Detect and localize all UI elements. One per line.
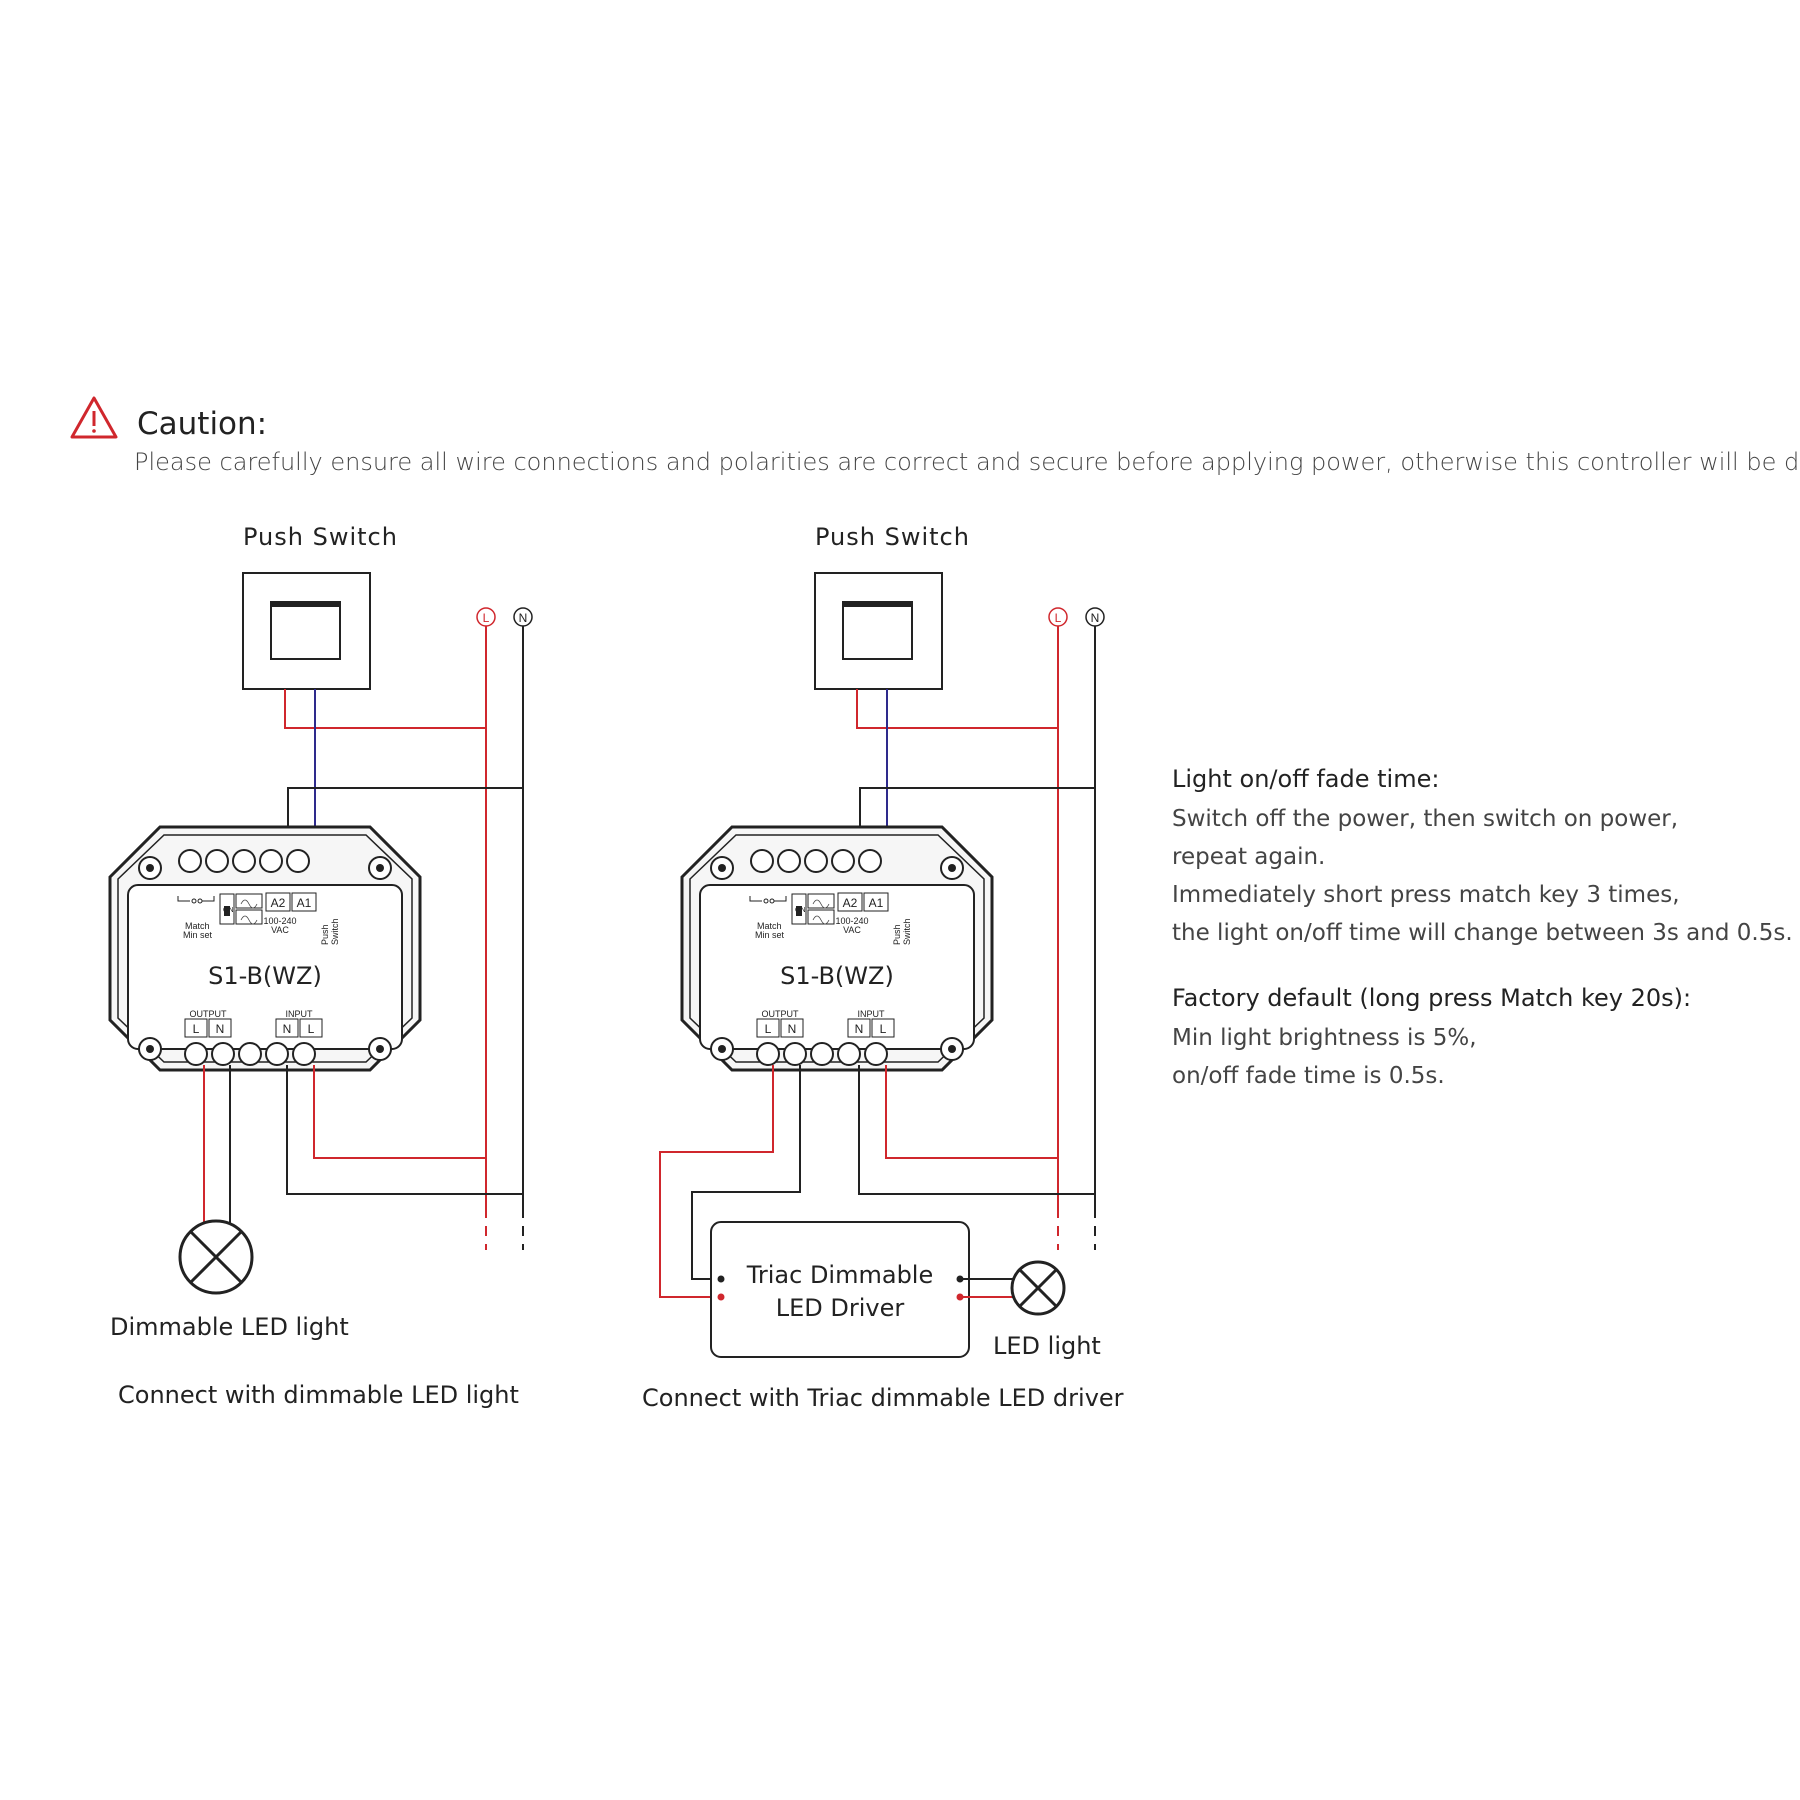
svg-text:L: L [880, 1022, 887, 1036]
right-output-neutral-wire [691, 1065, 801, 1280]
caution-title: Caution: [137, 406, 267, 442]
svg-text:VAC: VAC [843, 925, 861, 935]
svg-text:N: N [788, 1022, 797, 1036]
fade-line-3: Immediately short press match key 3 time… [1172, 882, 1680, 908]
driver-label-line2: LED Driver [776, 1294, 905, 1322]
fade-line-1: Switch off the power, then switch on pow… [1172, 806, 1678, 832]
right-wiring-diagram: Push Switch L N Match Min set ON A2 A1 1 [642, 523, 1124, 1412]
left-switch-label: Push Switch [243, 523, 398, 551]
svg-text:N: N [519, 611, 528, 625]
right-lamp-icon [1010, 1260, 1066, 1316]
svg-text:INPUT: INPUT [286, 1009, 314, 1019]
left-lamp-icon [178, 1219, 254, 1295]
svg-text:L: L [308, 1022, 315, 1036]
right-live-marker: L [1048, 607, 1068, 627]
svg-text:L: L [1055, 611, 1062, 625]
right-push-switch [814, 572, 943, 690]
svg-text:Push: Push [320, 924, 330, 945]
right-input-live-wire [885, 1065, 1058, 1159]
left-controller-module: Match Min set ON A2 A1 100-240 VAC Push … [108, 825, 422, 1072]
svg-text:Match: Match [757, 921, 782, 931]
svg-text:N: N [216, 1022, 225, 1036]
svg-text:Switch: Switch [330, 918, 340, 945]
svg-text:N: N [283, 1022, 292, 1036]
fade-line-4: the light on/off time will change betwee… [1172, 920, 1793, 946]
right-diagram-caption: Connect with Triac dimmable LED driver [642, 1384, 1124, 1412]
svg-text:A2: A2 [271, 896, 286, 910]
fade-line-2: repeat again. [1172, 844, 1325, 870]
svg-text:N: N [1091, 611, 1100, 625]
svg-text:OUTPUT: OUTPUT [762, 1009, 800, 1019]
left-push-switch [242, 572, 371, 690]
right-neutral-marker: N [1085, 607, 1105, 627]
caution-body: Please carefully ensure all wire connect… [134, 448, 1800, 476]
left-input-live-wire [313, 1065, 486, 1159]
fade-time-title: Light on/off fade time: [1172, 765, 1439, 793]
left-diagram-caption: Connect with dimmable LED light [118, 1381, 519, 1409]
default-line-2: on/off fade time is 0.5s. [1172, 1063, 1445, 1089]
svg-text:L: L [765, 1022, 772, 1036]
right-output-live-wire [659, 1065, 774, 1298]
svg-text:Match: Match [185, 921, 210, 931]
svg-text:ON: ON [795, 907, 806, 914]
svg-text:N: N [855, 1022, 864, 1036]
left-wiring-diagram: Push Switch L N Match Min set ON A2 [108, 523, 533, 1409]
svg-text:Switch: Switch [902, 918, 912, 945]
right-switch-live-wire [856, 689, 1058, 729]
svg-text:Min set: Min set [755, 930, 785, 940]
left-input-neutral-wire [286, 1065, 523, 1195]
svg-text:INPUT: INPUT [858, 1009, 886, 1019]
default-line-1: Min light brightness is 5%, [1172, 1025, 1477, 1051]
left-model-label: S1-B(WZ) [208, 962, 322, 990]
svg-text:100-240: 100-240 [835, 916, 868, 926]
svg-text:Min set: Min set [183, 930, 213, 940]
triac-driver-box: Triac Dimmable LED Driver [710, 1221, 970, 1358]
svg-text:L: L [483, 611, 490, 625]
right-model-label: S1-B(WZ) [780, 962, 894, 990]
right-input-neutral-wire [858, 1065, 1095, 1195]
svg-text:L: L [193, 1022, 200, 1036]
svg-text:ON: ON [223, 907, 234, 914]
svg-text:VAC: VAC [271, 925, 289, 935]
right-switch-label: Push Switch [815, 523, 970, 551]
svg-text:Push: Push [892, 924, 902, 945]
svg-text:A2: A2 [843, 896, 858, 910]
svg-text:A1: A1 [297, 896, 312, 910]
notes-panel: Light on/off fade time: Switch off the p… [1172, 765, 1793, 1089]
svg-text:OUTPUT: OUTPUT [190, 1009, 228, 1019]
driver-label-line1: Triac Dimmable [746, 1261, 933, 1289]
left-switch-live-wire [284, 689, 486, 729]
svg-text:A1: A1 [869, 896, 884, 910]
svg-text:100-240: 100-240 [263, 916, 296, 926]
factory-default-title: Factory default (long press Match key 20… [1172, 984, 1691, 1012]
left-neutral-marker: N [513, 607, 533, 627]
right-load-label: LED light [993, 1332, 1101, 1360]
warning-icon [70, 396, 118, 439]
left-load-label: Dimmable LED light [110, 1313, 349, 1341]
right-controller-module: Match Min set ON A2 A1 100-240 VAC Push … [680, 825, 994, 1072]
left-live-marker: L [476, 607, 496, 627]
